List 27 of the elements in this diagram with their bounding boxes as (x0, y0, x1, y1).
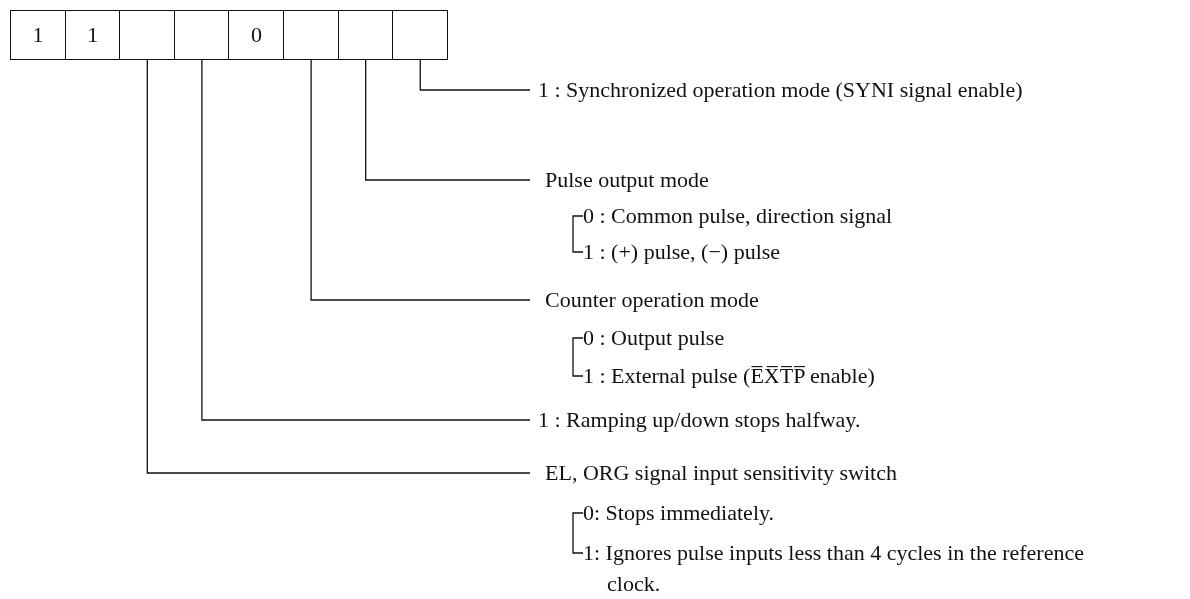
register-bit-cell (64, 10, 121, 60)
leader-line (419, 59, 531, 91)
description-text: Counter operation mode (545, 286, 759, 314)
register-bit-cell (228, 10, 285, 60)
register-bit-cell (119, 10, 176, 60)
register-bit-cell (283, 10, 340, 60)
register-bit-cell (10, 10, 67, 60)
option-text: 0 : Common pulse, direction signal (583, 202, 893, 230)
description-text: EL, ORG signal input sensitivity switch (545, 459, 897, 487)
leader-line (201, 59, 531, 421)
leader-line (365, 59, 531, 181)
bit-value: 1 (32, 22, 44, 48)
leader-line (146, 59, 531, 474)
register-bit-cell (337, 10, 394, 60)
option-text: 0 : Output pulse (583, 324, 725, 352)
leader-line (310, 59, 531, 301)
description-text: Pulse output mode (545, 166, 709, 194)
bit-value: 1 (87, 22, 99, 48)
register-bit-cell (392, 10, 449, 60)
option-text: 1: Ignores pulse inputs less than 4 cycles in the reference clock. (583, 539, 1085, 598)
option-text: 1 : (+) pulse, (−) pulse (583, 238, 781, 266)
description-text: 1 : Ramping up/down stops halfway. (538, 406, 861, 434)
register-bit-cell (173, 10, 230, 60)
bit-value: 0 (251, 22, 262, 48)
option-text: 1 : External pulse (E̅X̅T̅P̅ enable) (583, 362, 875, 390)
description-text: 1 : Synchronized operation mode (SYNI signal enable) (538, 76, 1023, 104)
option-text: 0: Stops immediately. (583, 499, 775, 527)
